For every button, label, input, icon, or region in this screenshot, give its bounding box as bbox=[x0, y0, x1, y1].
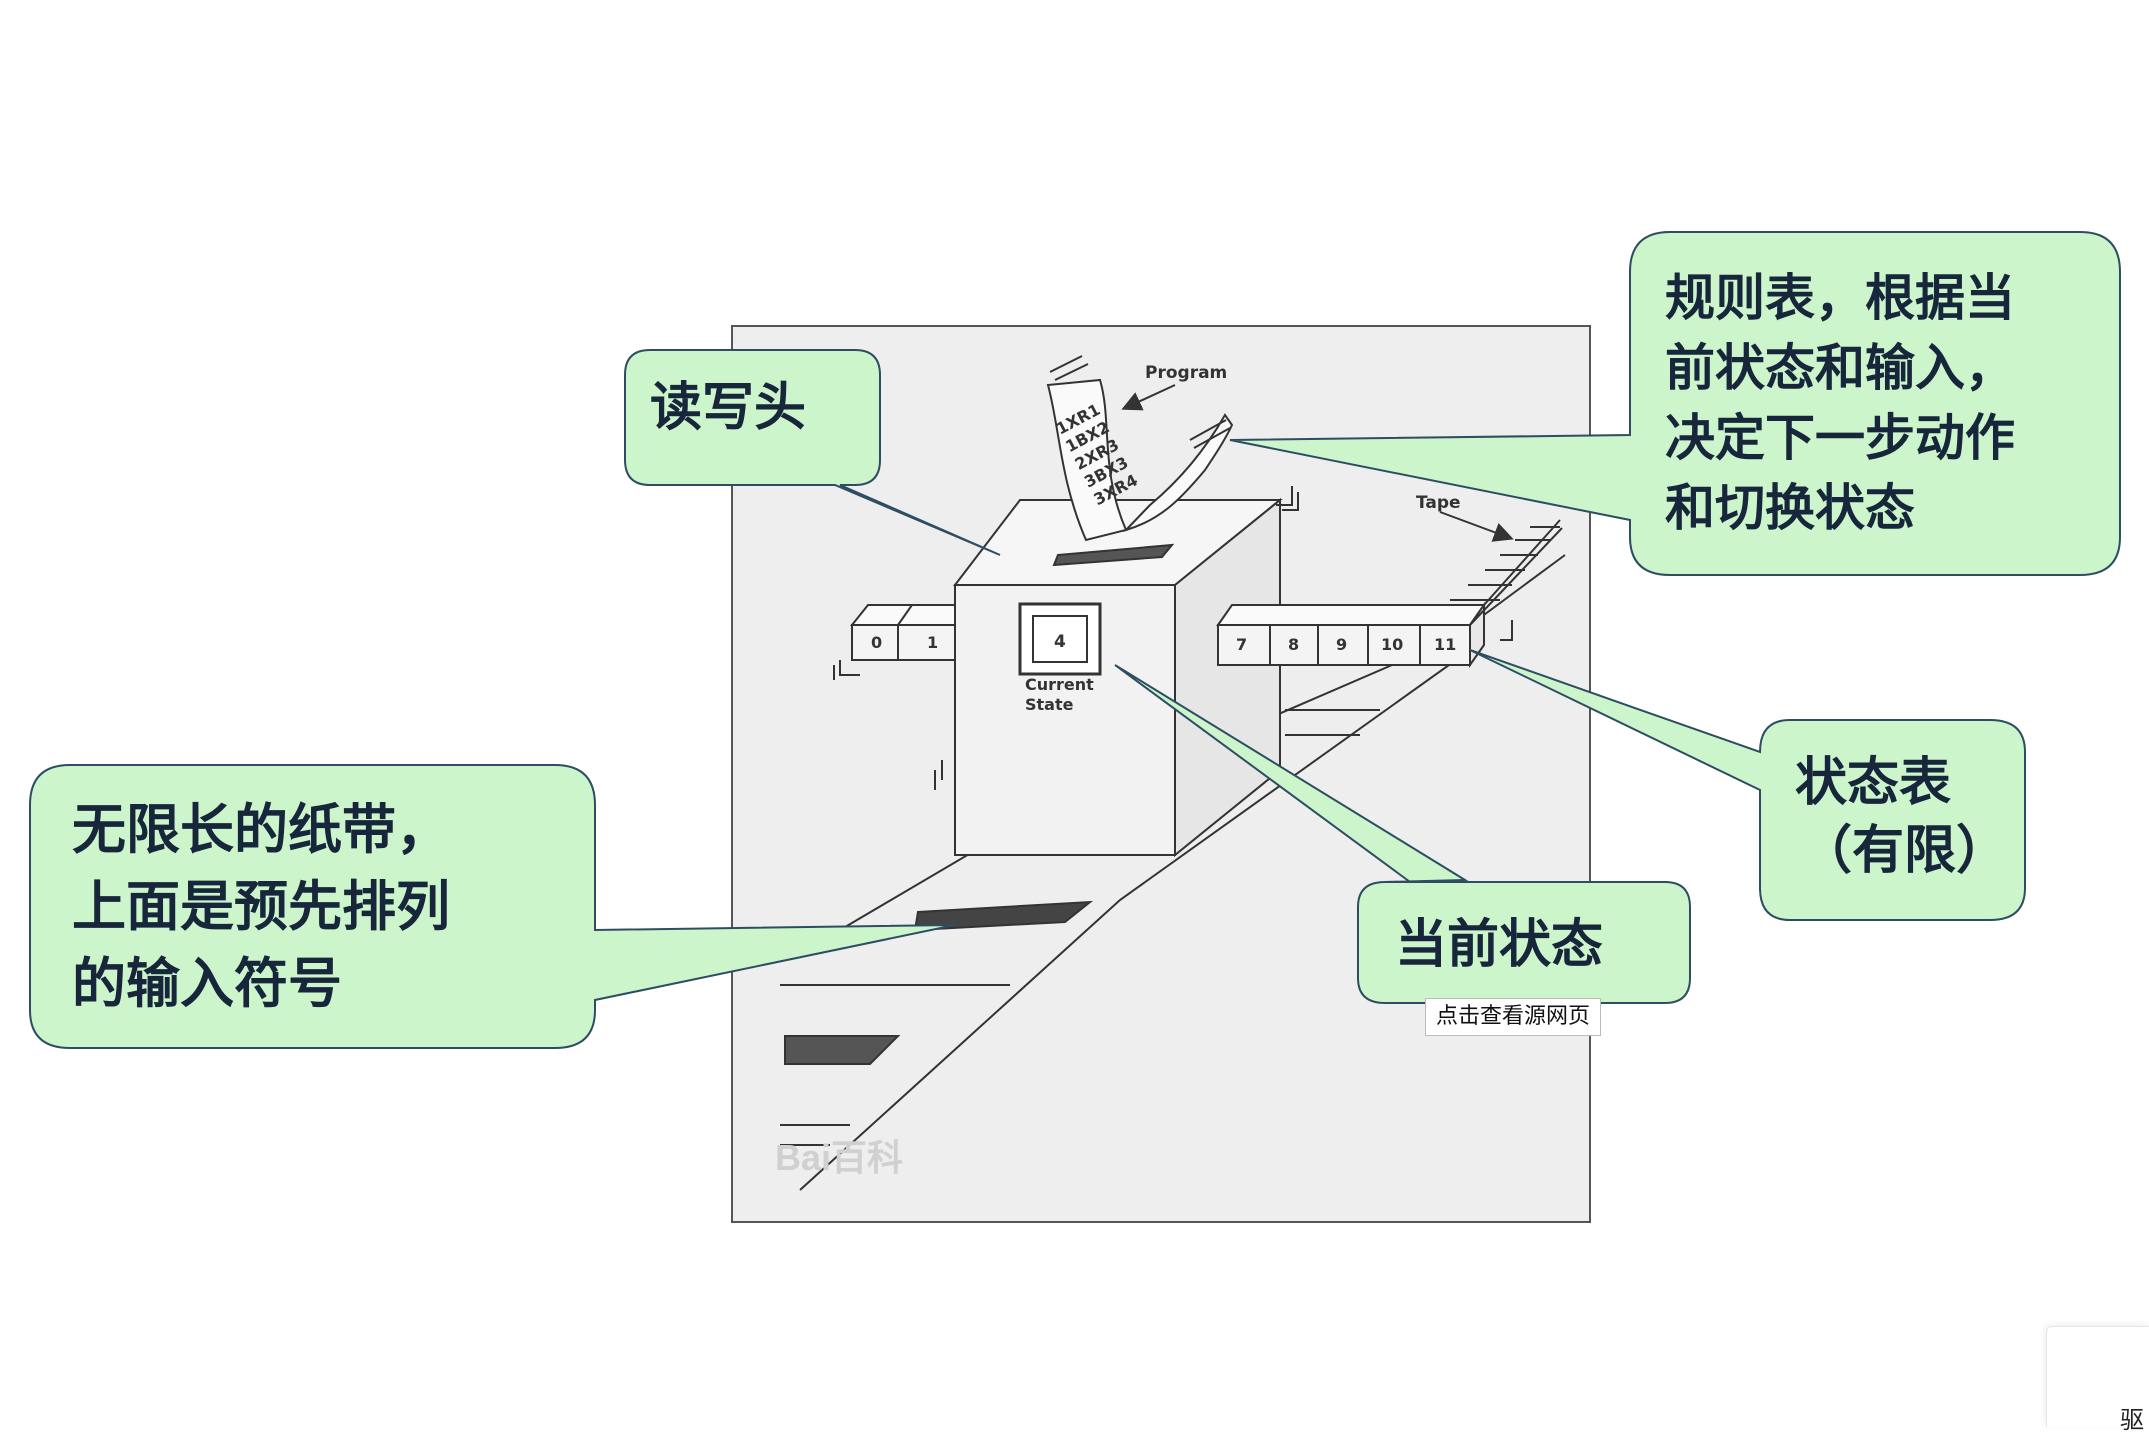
callout-state-table bbox=[1469, 649, 2026, 921]
watermark-text: Bai百科 bbox=[775, 1137, 903, 1178]
callout-rule-table-text: 和切换状态 bbox=[1665, 478, 1915, 537]
state-value: 4 bbox=[1054, 632, 1066, 652]
callout-state-table-text: （有限） bbox=[1800, 820, 2008, 881]
program-label: Program bbox=[1145, 363, 1227, 383]
current-state-label: State bbox=[1025, 695, 1074, 714]
callout-state-table-text: 状态表 bbox=[1795, 752, 1951, 813]
tape-label: Tape bbox=[1416, 493, 1461, 513]
corner-text: 驱 bbox=[2120, 1406, 2144, 1434]
callout-rule-table-text: 前状态和输入， bbox=[1665, 338, 2015, 397]
tape-cell-label: 10 bbox=[1381, 635, 1403, 654]
callout-tape-text: 上面是预先排列 bbox=[72, 874, 450, 938]
callout-current-state bbox=[1114, 664, 1691, 1004]
callout-tape bbox=[29, 764, 956, 1049]
current-state-label: Current bbox=[1025, 675, 1094, 694]
view-source-link[interactable]: 点击查看源网页 bbox=[1425, 998, 1602, 1036]
callout-read-write-head-text: 读写头 bbox=[650, 377, 806, 438]
callout-rule-table-text: 决定下一步动作 bbox=[1665, 408, 2015, 467]
tape-cell-label: 7 bbox=[1236, 635, 1247, 654]
callout-rule-table bbox=[1229, 231, 2121, 576]
corner-panel bbox=[2046, 1326, 2149, 1427]
callout-rule-table-text: 规则表，根据当 bbox=[1665, 268, 2015, 327]
callout-shapes bbox=[29, 231, 2121, 1049]
tape-cell-label: 9 bbox=[1336, 635, 1347, 654]
callout-read-write-head bbox=[624, 349, 1001, 556]
callout-tape-text: 的输入符号 bbox=[72, 951, 342, 1015]
callout-current-state-text: 当前状态 bbox=[1395, 914, 1603, 975]
tape-cell-label: 11 bbox=[1434, 635, 1456, 654]
diagram-labels: Program Tape 1XR1 1BX2 2XR3 3BX3 3XR4 0 … bbox=[871, 363, 1461, 714]
tape-cell-label: 0 bbox=[871, 633, 882, 652]
callout-tape-text: 无限长的纸带， bbox=[72, 797, 450, 861]
tape-cell-label: 8 bbox=[1288, 635, 1299, 654]
tape-cell-label: 1 bbox=[927, 633, 938, 652]
